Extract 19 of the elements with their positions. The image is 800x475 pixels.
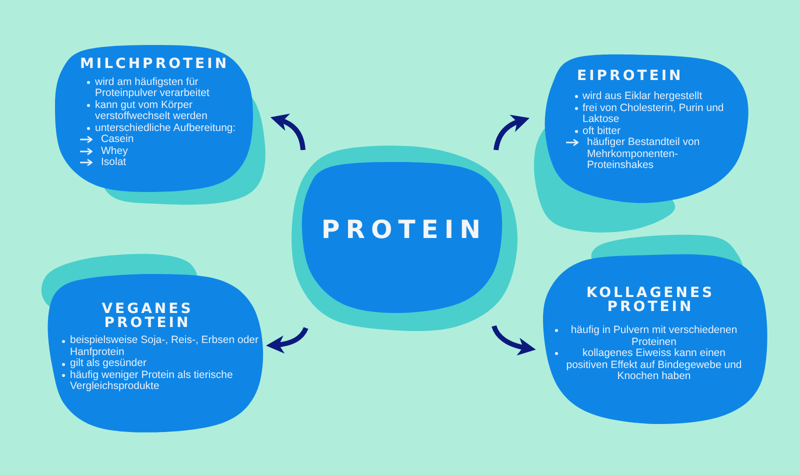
list-text: Isolat (101, 157, 126, 168)
bullet-text: oft bitter (582, 126, 622, 137)
bullet-text: gilt als gesünder (70, 358, 148, 370)
list-text: häufiger Bestandteil von Mehrkomponenten-Proteinshakes (587, 137, 701, 172)
bullet-text: wird aus Eiklar hergestellt (582, 91, 704, 102)
list-text: Casein (101, 134, 135, 146)
bullet-text: unterschiedliche Aufbereitung: (95, 122, 237, 134)
heading: PROTEIN (321, 215, 487, 245)
heading: VEGANES PROTEIN (100, 302, 194, 330)
bullet-text: kollagenes Eiweiss kann einen positiven Effekt auf Bindegewebe und Knochen haben (565, 348, 743, 382)
bullet-text: häufig weniger Protein als tierische Vergleichsprodukte (70, 370, 234, 393)
curved-arrow (494, 115, 530, 150)
list-text: Whey (101, 146, 129, 156)
curved-arrow (266, 326, 308, 354)
curved-arrow (492, 325, 536, 356)
curved-arrow (270, 114, 306, 150)
heading: MILCHPROTEIN (80, 57, 230, 71)
heading: KOLLAGENES PROTEIN (585, 286, 716, 314)
heading: EIPROTEIN (577, 68, 684, 82)
